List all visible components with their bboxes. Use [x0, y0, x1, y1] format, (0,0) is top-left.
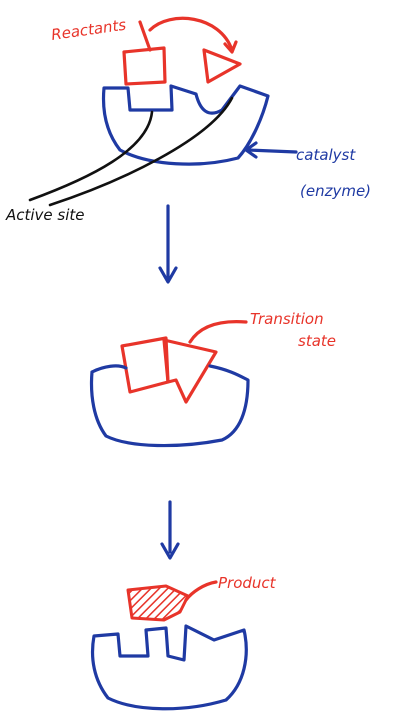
active-site-pointer-2 [48, 96, 234, 207]
transition-triangle [162, 338, 218, 404]
reactants-label: Reactants [50, 16, 127, 44]
down-arrow-2-head [160, 542, 180, 560]
stage-2-transition-state: Transition state [89, 310, 336, 448]
product-pointer-line [184, 580, 218, 602]
enzyme-shape [101, 84, 270, 166]
enzyme-label: (enzyme) [300, 182, 371, 200]
reactants-pointer-line [138, 20, 152, 52]
transition-enzyme-shape [89, 364, 250, 448]
reactant-square [122, 46, 167, 86]
transition-pointer-line [188, 320, 248, 344]
active-site-pointer-1 [28, 110, 154, 202]
reaction-arrow-1 [158, 204, 178, 284]
catalyst-label: catalyst [296, 146, 356, 164]
stage-3-product-released: Product [90, 574, 277, 711]
stage-1-enzyme-with-reactants: Reactants Active site catalyst (enzyme) [5, 16, 371, 224]
catalyst-arrowhead [244, 141, 258, 159]
catalyst-pointer-line [246, 148, 298, 154]
transition-label-line1: Transition [250, 310, 324, 328]
reactants-curved-arrow [148, 16, 234, 52]
active-site-label: Active site [5, 206, 85, 224]
product-shape [126, 584, 190, 622]
product-enzyme-shape [90, 624, 248, 711]
product-label: Product [218, 574, 277, 592]
reaction-arrow-2 [160, 500, 180, 560]
transition-square [120, 336, 170, 394]
down-arrow-1-head [158, 266, 178, 284]
transition-label-line2: state [298, 332, 336, 350]
reactant-triangle [202, 48, 242, 84]
reactants-arrowhead [223, 40, 238, 54]
